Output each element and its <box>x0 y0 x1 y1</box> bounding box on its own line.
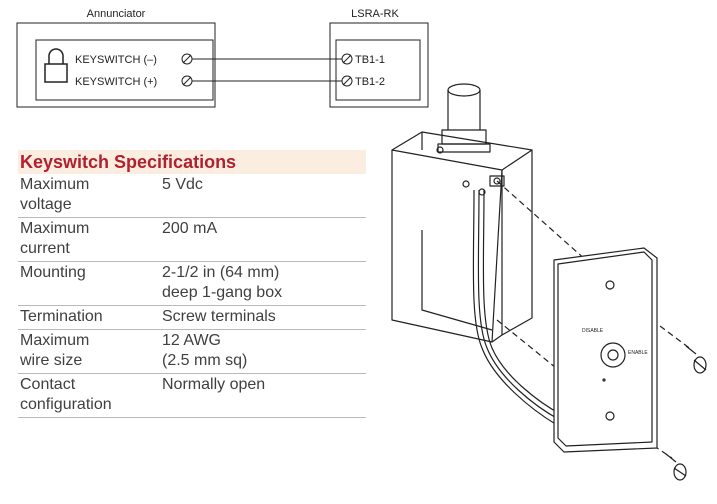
padlock-icon <box>44 48 68 83</box>
specifications-title: Keyswitch Specifications <box>18 150 366 174</box>
rk-label: LSRA-RK <box>351 8 399 20</box>
spec-value: Screw terminals <box>162 308 276 325</box>
screw-terminal-icon <box>181 75 193 87</box>
tb1-1-label: TB1-1 <box>355 54 385 66</box>
spec-value: Normally open <box>162 376 266 393</box>
wiring-diagram: Annunciator LSRA-RK KEYSWITCH (–) KEYSWI… <box>16 8 429 108</box>
annunciator-inner-box <box>35 39 214 101</box>
keyswitch-minus-label: KEYSWITCH (–) <box>75 54 157 66</box>
tb1-2-label: TB1-2 <box>355 76 385 88</box>
keyswitch-plus-label: KEYSWITCH (+) <box>75 76 157 88</box>
spec-value: 5 Vdc <box>162 176 203 193</box>
conduit-fitting <box>436 83 491 154</box>
spec-row: Mounting 2-1/2 in (64 mm)deep 1-gang box <box>18 262 366 306</box>
screw-terminal-icon <box>341 53 353 65</box>
disable-label: DISABLE <box>582 328 604 334</box>
annunciator-outer-box <box>16 22 216 108</box>
rk-outer-box <box>329 22 429 108</box>
spec-name: Termination <box>20 308 103 325</box>
spec-row: Termination Screw terminals <box>18 306 366 330</box>
enable-label: ENABLE <box>628 350 648 356</box>
electrical-box <box>391 131 533 343</box>
wall-plate <box>553 247 658 453</box>
spec-value: 2-1/2 in (64 mm)deep 1-gang box <box>162 264 283 301</box>
spec-value: 200 mA <box>162 220 218 237</box>
spec-value: 12 AWG(2.5 mm sq) <box>162 332 248 369</box>
annunciator-label: Annunciator <box>87 8 146 20</box>
screw-icon <box>665 453 687 481</box>
screw-icon <box>685 345 707 374</box>
lead-wires <box>472 189 563 426</box>
screw-terminal-icon <box>341 75 353 87</box>
screw-terminal-icon <box>181 53 193 65</box>
spec-name: Mounting <box>20 264 86 281</box>
keyswitch-mounting-illustration: DISABLE ENABLE <box>391 83 707 481</box>
rk-inner-box <box>335 39 421 101</box>
